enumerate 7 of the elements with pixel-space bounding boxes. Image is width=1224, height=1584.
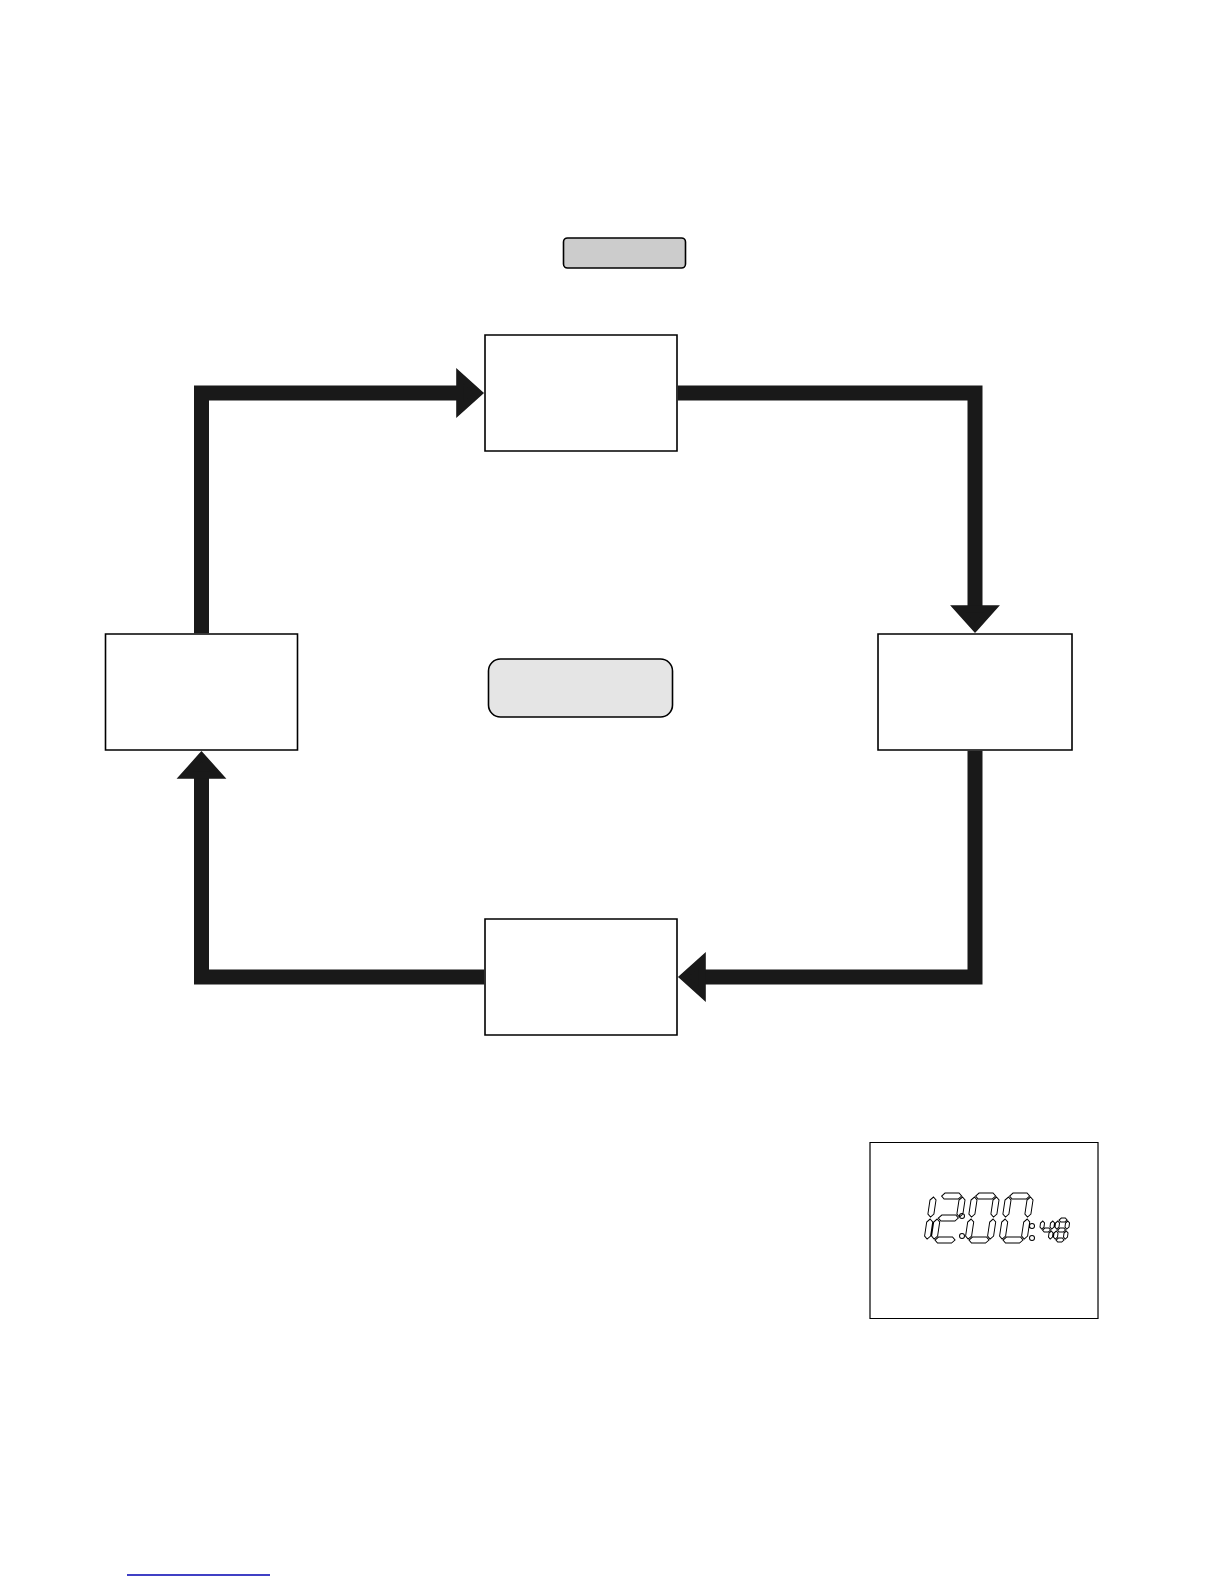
process-box [877,633,1073,751]
display-screen [869,1141,1099,1320]
process-box [484,918,678,1036]
rounded-button [562,237,687,269]
rounded-button [487,658,674,718]
process-box [484,334,678,452]
process-box [104,633,299,751]
